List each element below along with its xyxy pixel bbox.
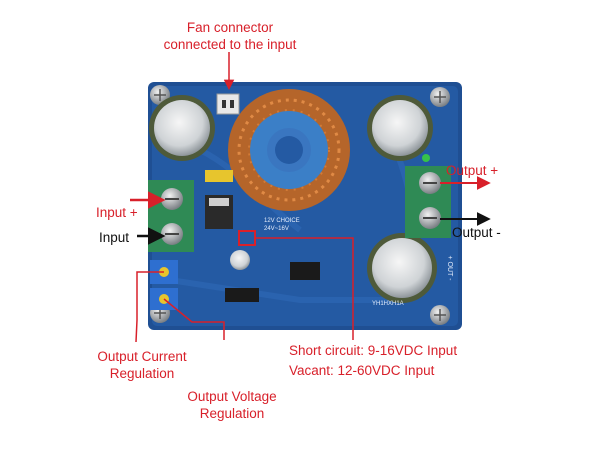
silk-text-1: 12V CHOICE [264,218,300,224]
annotation-lines [130,52,491,343]
ic-chip [290,262,320,280]
output-current-label: Output Current Regulation [82,348,202,382]
output-minus-label: Output - [452,225,501,240]
output-voltage-label: Output Voltage Regulation [172,388,292,422]
small-capacitor [230,250,250,270]
output-plus-label: Output + [446,163,499,178]
output-current-label-line1: Output Current [97,349,187,364]
vacant-label: Vacant: 12-60VDC Input [289,363,435,378]
fan-connector-label-line1: Fan connector [186,20,274,35]
toroid-inductor [228,89,350,211]
fan-connector-label-line2: connected to the input [163,37,297,52]
ic-chip-small [225,288,259,302]
capacitor-input [149,95,215,161]
silk-model: YH1HXH1A [372,301,404,307]
input-terminal-block [148,180,194,252]
fuse [205,170,233,182]
output-current-label-line2: Regulation [109,366,175,381]
output-voltage-label-line1: Output Voltage [187,389,277,404]
fan-connector-label: Fan connector connected to the input [150,19,310,53]
input-plus-label: Input + [96,205,138,220]
output-terminal-block [405,166,451,238]
capacitor-output-bottom [367,233,437,303]
silk-text-2: 24V~16V [264,226,289,232]
fan-connector [216,93,240,115]
mosfet [205,195,233,229]
led [422,154,430,162]
short-circuit-label: Short circuit: 9-16VDC Input [289,343,458,358]
output-voltage-label-line2: Regulation [199,406,265,421]
capacitor-output-top [367,95,433,161]
input-minus-label: Input [99,230,130,245]
silk-out-label: + OUT - [446,256,453,282]
